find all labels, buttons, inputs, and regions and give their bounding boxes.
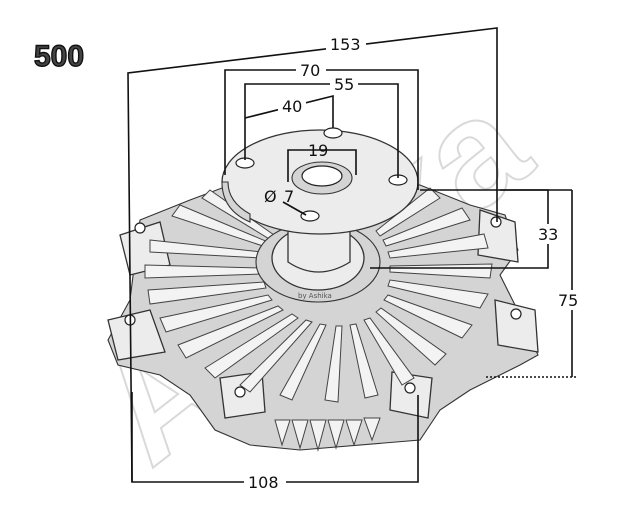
ear-hole-3 [490,216,502,228]
mounting-ear-left-top [119,221,171,276]
flange-bolt-hole-top [323,127,343,139]
center-bore-inner [301,165,343,187]
dim-line-center-bore [287,149,357,182]
dim-label-hole-diameter: 7 [284,187,294,206]
mounting-ear-left-bottom [107,309,166,361]
dim-line-inner-circle [244,94,334,128]
mounting-ear-right-bottom [494,299,539,353]
dim-label-bolt-spacing: 55 [334,75,354,94]
housing-small-label: by Ashika [298,292,332,300]
ear-hole-4 [510,308,522,320]
dim-line-overall-width [127,27,498,483]
dimension-labels: 153 70 55 40 19 Ø 7 33 75 108 [244,34,588,492]
ear-hole-1 [134,222,146,234]
ear-hole-5 [234,386,246,398]
dim-label-total-height: 75 [558,291,578,310]
dim-label-base-width: 108 [248,473,279,492]
dim-label-center-bore: 19 [308,141,328,160]
dim-leader-hole-diameter [282,201,307,216]
dim-label-outer-bolt-circle: 70 [300,61,320,80]
fan-clutch-illustration: by Ashika [107,127,539,452]
ear-hole-6 [404,382,416,394]
bottom-teeth [274,417,381,452]
top-flange-edge [221,181,251,223]
dim-label-inner-circle: 40 [282,97,302,116]
dim-line-bolt-spacing [244,83,399,178]
dim-label-hole-symbol: Ø [264,187,277,206]
part-code-label: 500 [34,40,84,73]
flange-bolt-hole-bottom [300,210,320,222]
dim-label-flange-height: 33 [538,225,558,244]
mounting-ear-bottom-right [389,371,433,419]
dim-label-overall-width: 153 [330,35,361,54]
